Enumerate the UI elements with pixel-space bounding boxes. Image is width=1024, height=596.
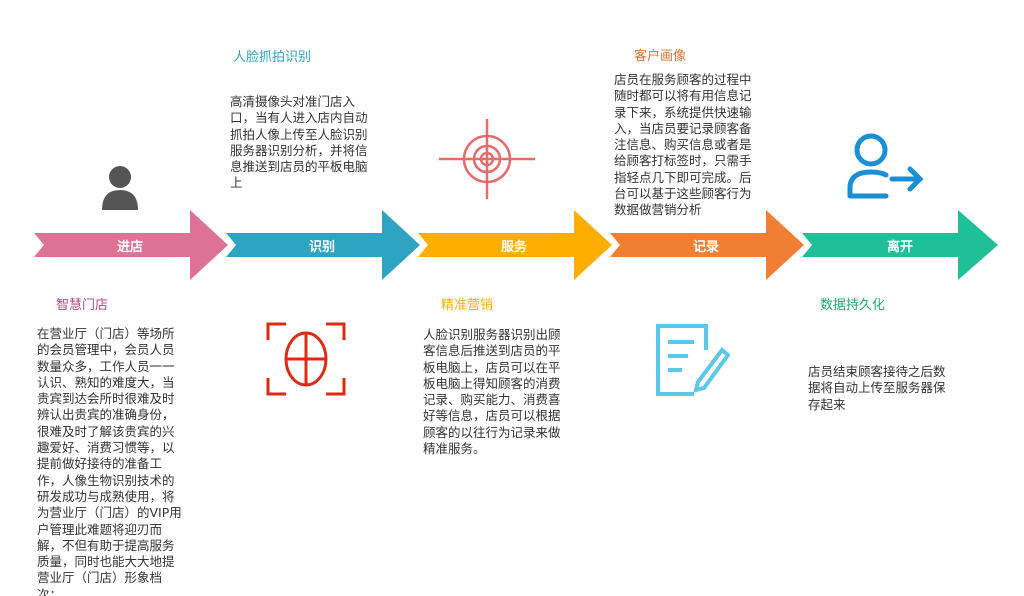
title-smart-store: 智慧门店 xyxy=(56,298,109,313)
arrow-record xyxy=(610,210,804,280)
title-precision-marketing: 精准营销 xyxy=(441,298,494,313)
desc-smart-store: 在营业厅（门店）等场所的会员管理中，会员人员数量众多，工作人员一一认识、熟知的难… xyxy=(37,326,182,596)
arrow-identify xyxy=(226,210,420,280)
target-icon xyxy=(439,119,535,199)
step-label-service: 服务 xyxy=(500,240,527,255)
face-scan-icon xyxy=(266,322,346,396)
title-data-persistence: 数据持久化 xyxy=(820,298,886,313)
title-customer-profile: 客户画像 xyxy=(634,49,687,64)
step-label-enter: 进店 xyxy=(116,240,143,255)
desc-data-persistence: 店员结束顾客接待之后数据将自动上传至服务器保存起来 xyxy=(808,364,946,412)
desc-precision-marketing: 人脸识别服务器识别出顾客信息后推送到店员的平板电脑上，店员可以在平板电脑上得知顾… xyxy=(423,327,561,457)
step-label-leave: 离开 xyxy=(886,240,913,255)
step-label-record: 记录 xyxy=(692,240,719,255)
user-exit-icon xyxy=(847,133,924,199)
desc-face-capture: 高清摄像头对准门店入口，当有人进入店内自动抓拍人像上传至人脸识别服务器识别分析，… xyxy=(230,94,368,191)
arrow-enter xyxy=(34,210,228,280)
edit-document-icon xyxy=(656,324,730,396)
desc-customer-profile: 店员在服务顾客的过程中随时都可以将有用信息记录下来，系统提供快速输入，当店员要记… xyxy=(614,72,752,218)
person-icon xyxy=(102,166,138,210)
title-face-capture: 人脸抓拍识别 xyxy=(233,50,312,65)
arrow-leave xyxy=(802,210,998,280)
arrow-service xyxy=(418,210,612,280)
step-label-identify: 识别 xyxy=(308,240,335,255)
